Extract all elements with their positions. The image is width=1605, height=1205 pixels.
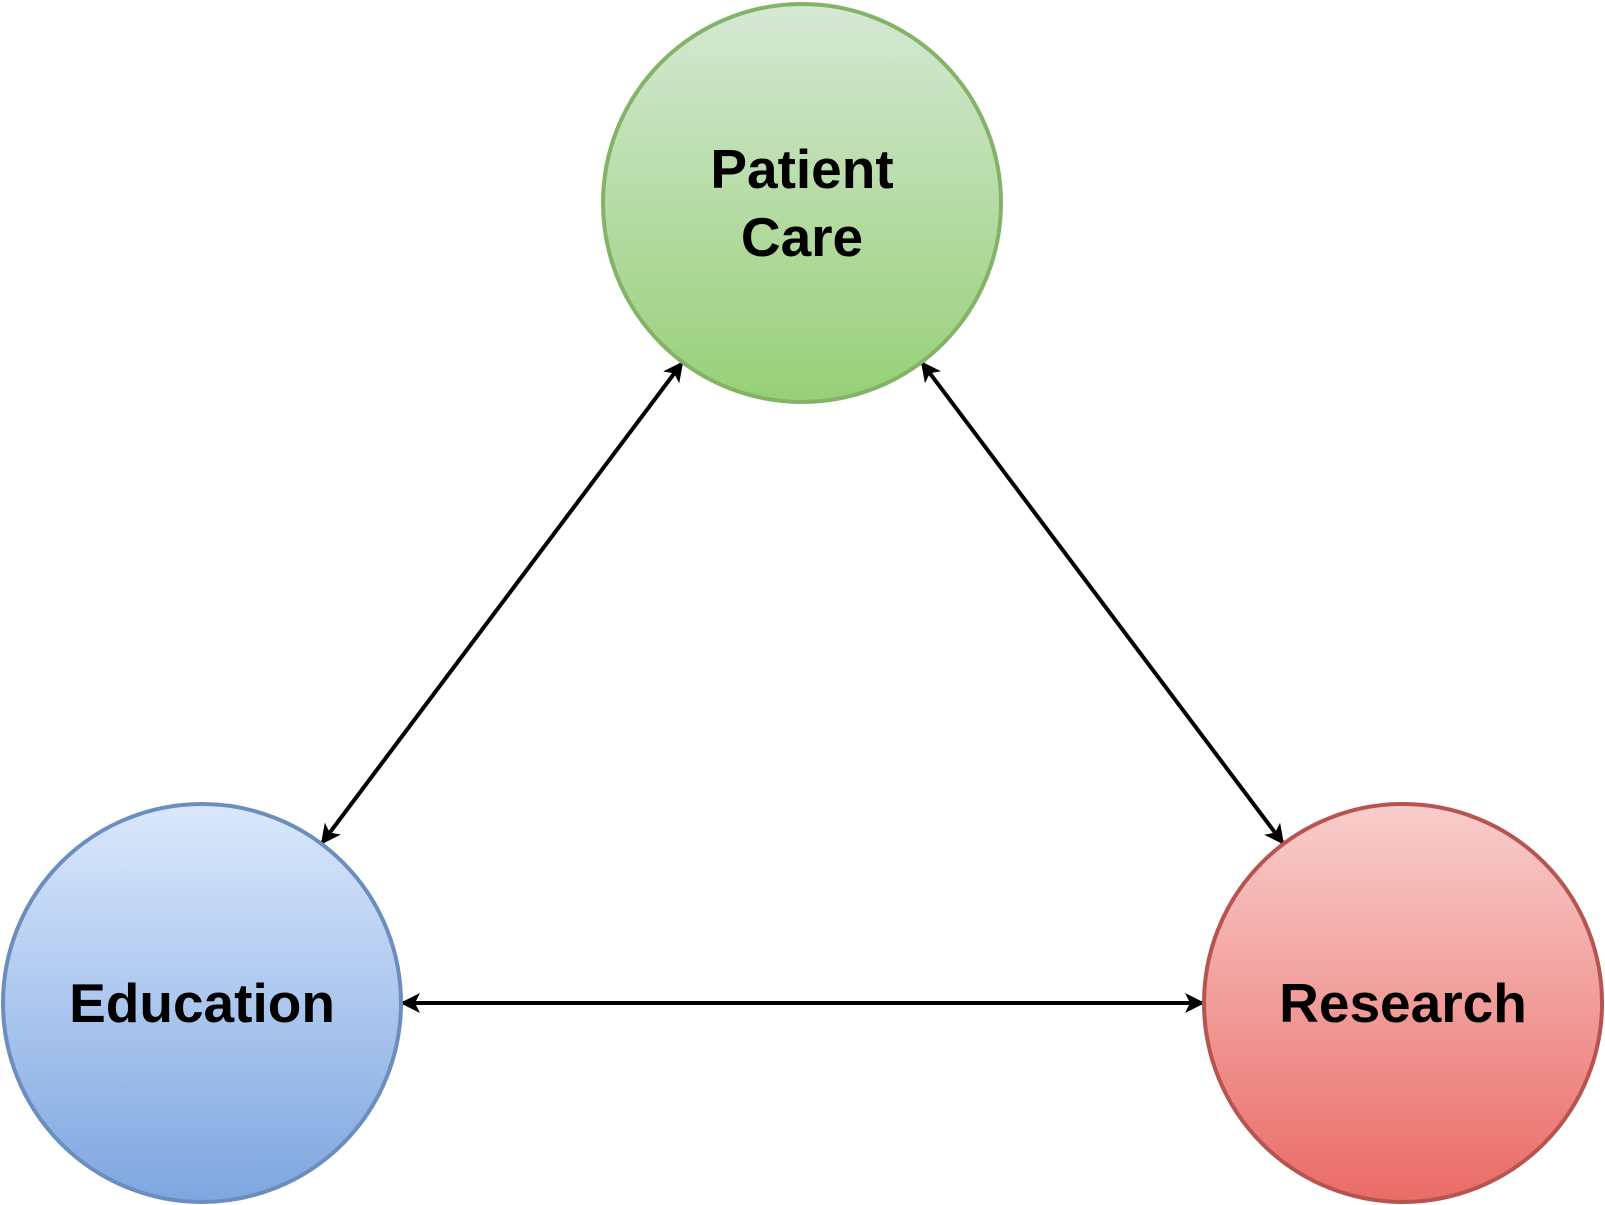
node-label-line: Care bbox=[741, 206, 863, 268]
arrow-patient-care-research bbox=[919, 360, 1286, 846]
node-label-line: Education bbox=[69, 972, 335, 1034]
node-label-line: Research bbox=[1279, 972, 1527, 1034]
node-label-line: Patient bbox=[710, 138, 893, 200]
node-label-research: Research bbox=[1279, 972, 1527, 1034]
edges bbox=[319, 360, 1286, 1013]
node-circle-research bbox=[1202, 802, 1604, 1204]
node-circle-education bbox=[1, 802, 403, 1204]
node-label-education: Education bbox=[69, 972, 335, 1034]
arrow-patient-care-education bbox=[319, 361, 685, 845]
node-education: Education bbox=[1, 802, 403, 1204]
node-circle-patient-care bbox=[601, 2, 1003, 404]
node-research: Research bbox=[1202, 802, 1604, 1204]
